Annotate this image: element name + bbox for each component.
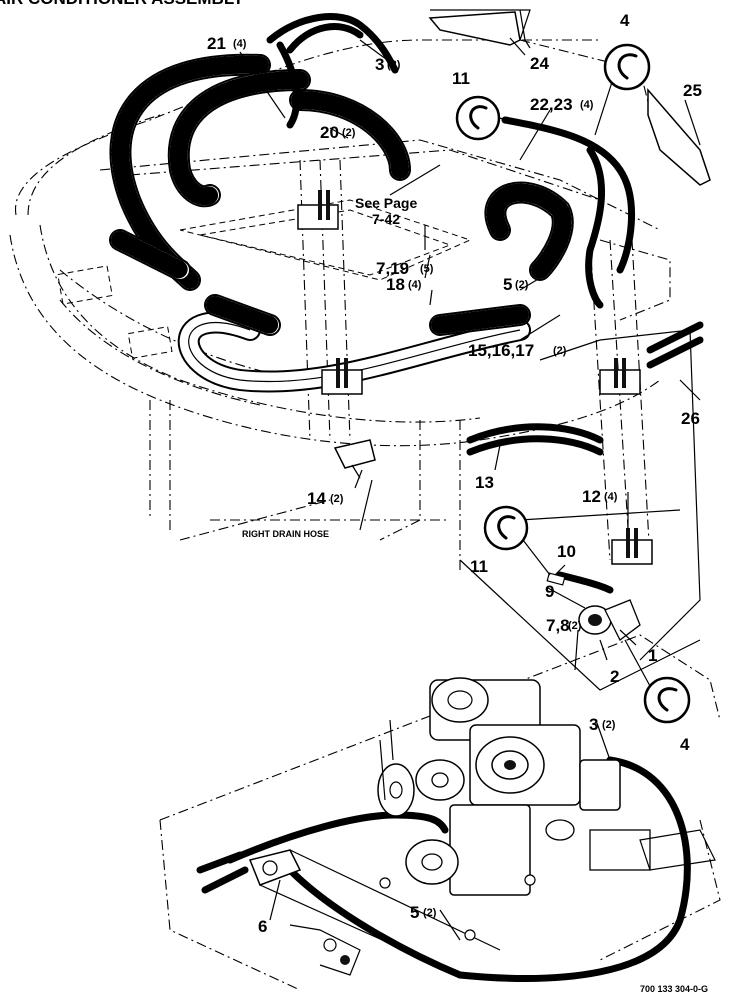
callout-7-19: 7,19 — [376, 259, 409, 278]
see-page-note-line1: See Page — [355, 195, 417, 211]
callout-15-16-17: 15,16,17 — [468, 341, 534, 360]
callout-21: 21 — [207, 34, 226, 53]
callout-12-qty: (4) — [604, 491, 618, 503]
callout-12: 12 — [582, 487, 601, 506]
callout-9: 9 — [545, 582, 554, 601]
callout-14: 14 — [307, 489, 326, 508]
callout-22-23-qty: (4) — [580, 99, 594, 111]
connection-symbol-11-mid — [483, 505, 551, 576]
callout-21-qty: (4) — [233, 38, 247, 50]
callout-6: 6 — [258, 917, 267, 936]
callout-10: 10 — [557, 542, 576, 561]
callout-26: 26 — [681, 409, 700, 428]
callout-18-qty: (4) — [408, 279, 422, 291]
callout-3-bottom-qty: (2) — [602, 719, 616, 731]
callout-20-qty: (2) — [342, 127, 356, 139]
connection-symbol-4-bottom — [624, 639, 691, 724]
callout-4-bottom: 4 — [680, 735, 690, 754]
callout-15-16-17-qty: (2) — [553, 345, 567, 357]
engine-assembly — [159, 634, 721, 991]
callout-5-top-qty: (2) — [515, 279, 529, 291]
connection-symbol-11-top — [455, 95, 561, 141]
callout-3-top-qty: (2) — [387, 59, 401, 71]
callout-13: 13 — [475, 473, 494, 492]
callout-5-bottom: 5 — [410, 903, 419, 922]
callout-7-19-qty: (5) — [420, 263, 434, 275]
callout-7-8: 7,8 — [546, 616, 570, 635]
callout-18: 18 — [386, 275, 405, 294]
diagram-title: AIR CONDITIONER ASSEMBLY — [0, 0, 245, 8]
hose-connection-symbols — [455, 43, 691, 724]
callout-1: 1 — [648, 646, 657, 665]
callout-4-top: 4 — [620, 11, 630, 30]
callout-25: 25 — [683, 81, 702, 100]
receiver-drier-assembly — [459, 509, 701, 691]
corrugated-air-hoses — [109, 53, 574, 393]
callout-3-bottom: 3 — [589, 715, 598, 734]
callout-5-top: 5 — [503, 275, 512, 294]
leader-lines — [239, 37, 701, 941]
see-page-note-line2: 7-42 — [372, 211, 400, 227]
callout-3-top: 3 — [375, 55, 384, 74]
clamp-blocks — [297, 11, 711, 565]
callout-22-23: 22,23 — [530, 95, 573, 114]
callout-7-8-qty: (2) — [568, 620, 582, 632]
callout-11-mid: 11 — [470, 557, 488, 576]
callout-5-bottom-qty: (2) — [423, 907, 437, 919]
callout-labels: 21 (4) 3 (2) 24 4 11 25 22,23 (4) 20 (2)… — [207, 11, 708, 994]
callout-2: 2 — [610, 667, 619, 686]
connection-symbol-4-top — [594, 43, 651, 136]
callout-14-qty: (2) — [330, 493, 344, 505]
callout-24: 24 — [530, 54, 549, 73]
callout-11-top: 11 — [452, 69, 470, 88]
drawing-number: 700 133 304-0-G — [640, 984, 708, 994]
refrigerant-hoses — [196, 13, 704, 982]
right-drain-hose-label: RIGHT DRAIN HOSE — [242, 529, 329, 539]
callout-20: 20 — [320, 123, 339, 142]
